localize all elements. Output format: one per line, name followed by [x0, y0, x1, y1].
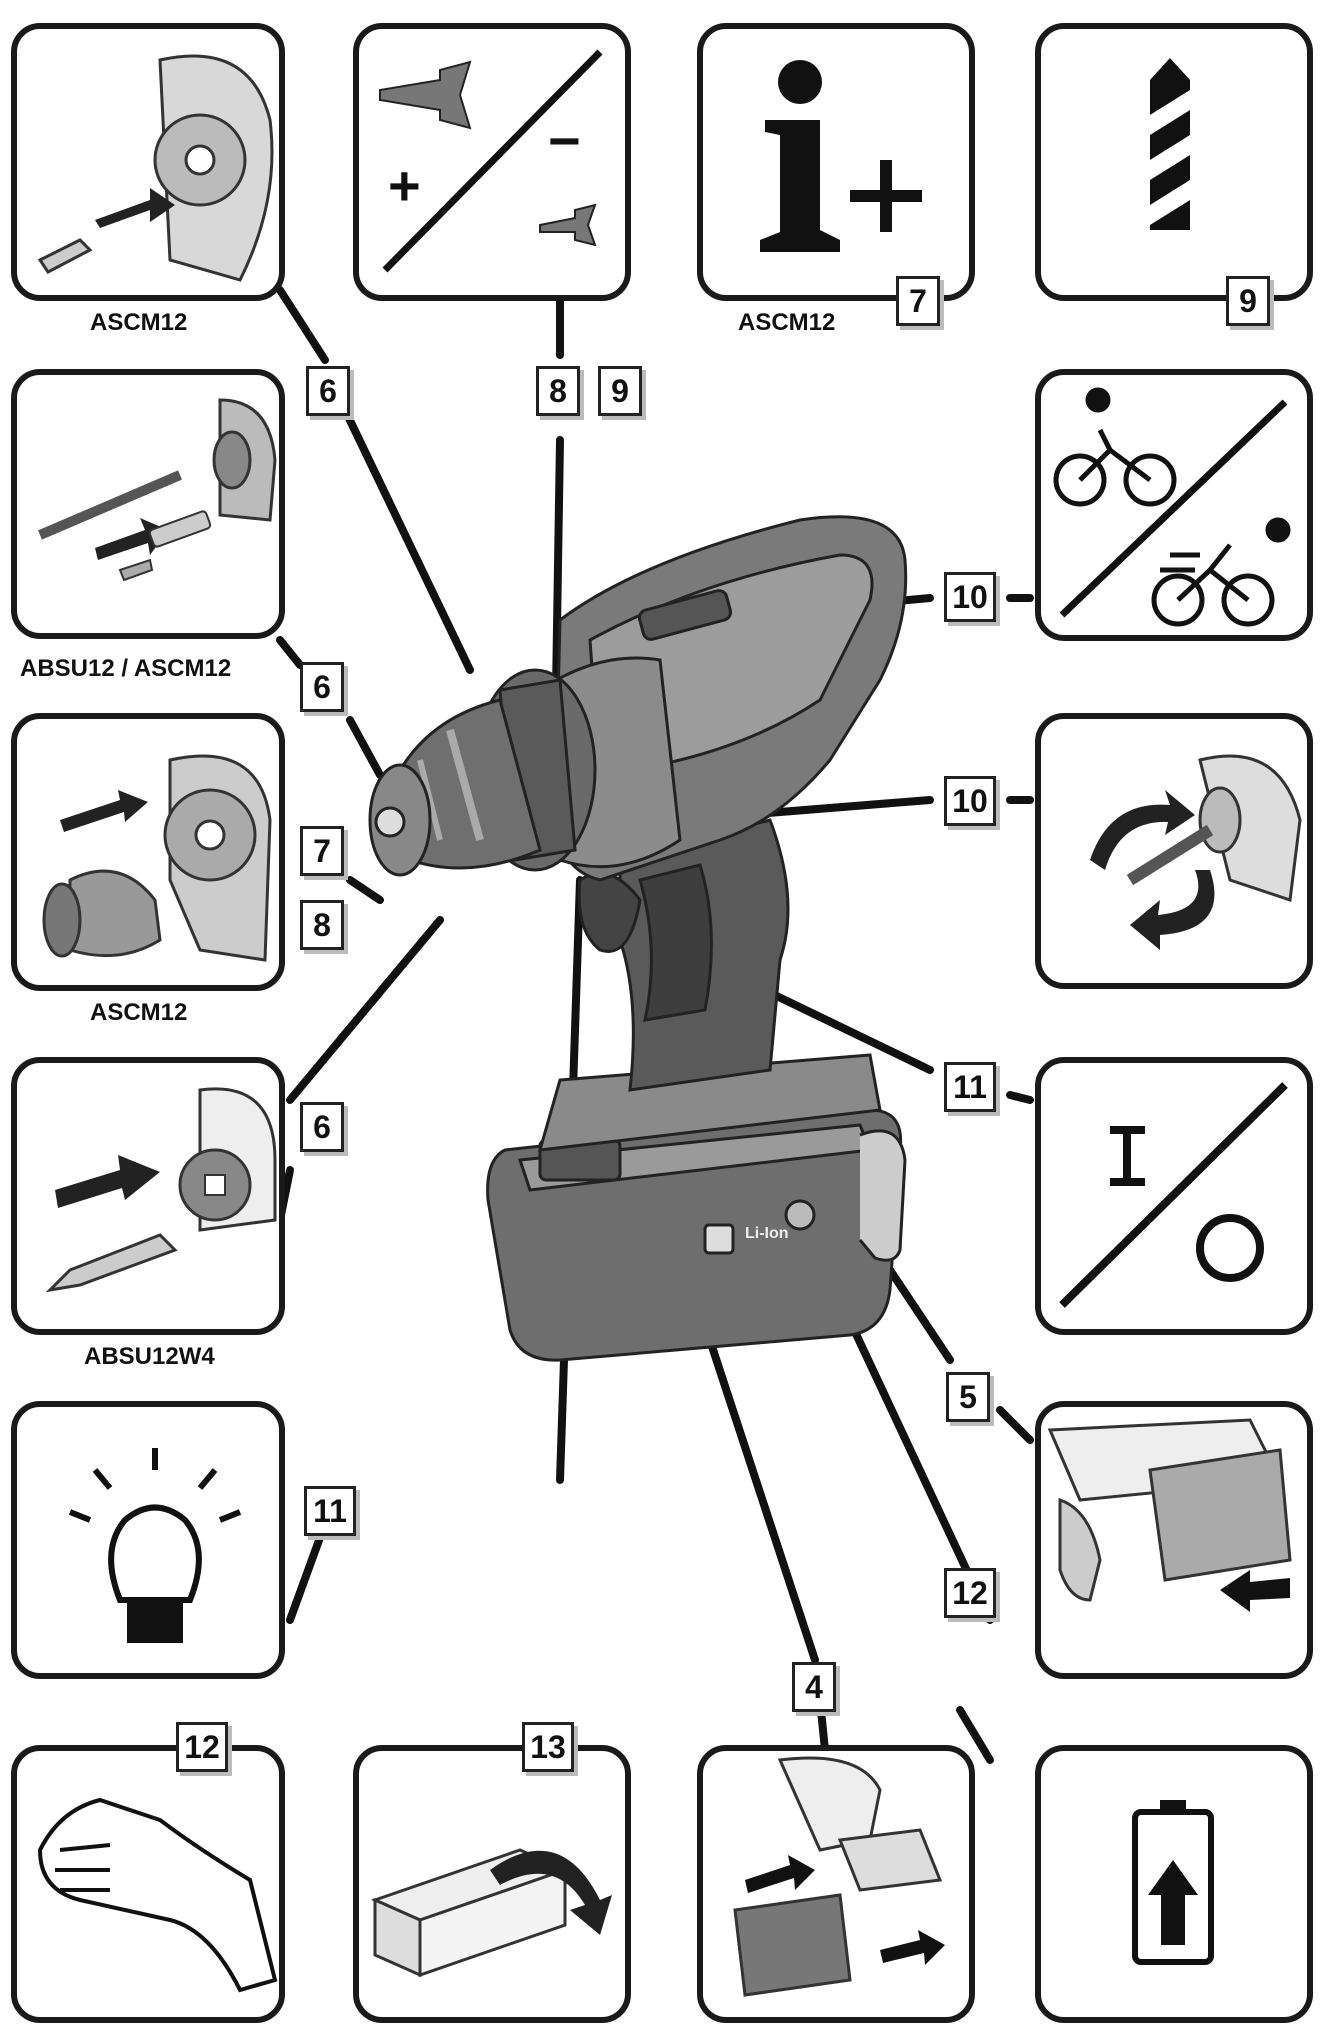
- panel-chuck-change: [11, 713, 285, 991]
- caption-chuck: ASCM12: [90, 999, 187, 1026]
- callout-6-low: 6: [300, 1102, 344, 1152]
- callout-5-clip: 5: [946, 1372, 990, 1422]
- callout-9-top: 9: [598, 366, 642, 416]
- torque-setting-icon: + −: [379, 49, 603, 273]
- bit-holder-icon: [38, 398, 277, 582]
- panel-rotation: [1035, 713, 1313, 989]
- battery-charge-icon: [1132, 1800, 1214, 1965]
- torque-plus-symbol: +: [388, 154, 421, 217]
- hand-icon: [37, 1797, 278, 1993]
- rotation-direction-icon: [1090, 754, 1302, 950]
- belt-clip-icon: [1047, 1418, 1292, 1612]
- panel-drill-bit: [1035, 23, 1313, 301]
- panel-bit-holder: [11, 369, 285, 639]
- on-off-switch-icon: [1059, 1082, 1288, 1308]
- cordless-drill-icon: Li-Ion: [368, 515, 908, 1362]
- callout-9-drill: 9: [1226, 276, 1270, 326]
- callout-13-box: 13: [522, 1722, 574, 1772]
- caption-top-left: ASCM12: [90, 309, 187, 336]
- callout-6-top: 6: [306, 366, 350, 416]
- quick-change-chuck-icon: [45, 1087, 277, 1293]
- caption-top-info: ASCM12: [738, 309, 835, 336]
- bit-insert-icon: [37, 54, 274, 282]
- callout-11-switch: 11: [944, 1062, 996, 1112]
- panel-info: [697, 23, 975, 301]
- panel-packaging: [353, 1745, 631, 2023]
- svg-text:Li-Ion: Li-Ion: [745, 1225, 789, 1242]
- gear-speed-icon: [1053, 387, 1291, 627]
- panel-hand: [11, 1745, 285, 2023]
- callout-10-dir: 10: [944, 776, 996, 826]
- chuck-change-icon: [42, 754, 272, 962]
- panel-bit-insert: [11, 23, 285, 301]
- callout-8-top: 8: [536, 366, 580, 416]
- torque-minus-symbol: −: [548, 109, 581, 172]
- callout-10-gear: 10: [944, 572, 996, 622]
- callout-7-info: 7: [896, 276, 940, 326]
- callout-11-light: 11: [304, 1486, 356, 1536]
- callout-12-battery: 12: [944, 1568, 996, 1618]
- battery-insert-icon: [733, 1756, 945, 1997]
- callout-6-mid: 6: [300, 662, 344, 712]
- panel-gear: [1035, 369, 1313, 641]
- panel-on-off: [1035, 1057, 1313, 1335]
- callout-8-mid: 8: [300, 900, 344, 950]
- packaging-icon: [370, 1848, 612, 1978]
- callout-4-insert: 4: [792, 1662, 836, 1712]
- panel-torque: + −: [353, 23, 631, 301]
- callout-7-mid: 7: [300, 826, 344, 876]
- caption-bit-holder: ABSU12 / ASCM12: [20, 655, 231, 682]
- panel-belt-clip: [1035, 1401, 1313, 1679]
- panel-battery-charge: [1035, 1745, 1313, 2023]
- panel-quick-change: [11, 1057, 285, 1335]
- panel-light: [11, 1401, 285, 1679]
- caption-quick-change: ABSU12W4: [84, 1343, 215, 1370]
- callout-12-hand: 12: [176, 1722, 228, 1772]
- work-light-icon: [68, 1448, 242, 1643]
- drill-bit-icon: [1150, 58, 1190, 230]
- panel-battery-insert: [697, 1745, 975, 2023]
- info-icon: [760, 60, 922, 252]
